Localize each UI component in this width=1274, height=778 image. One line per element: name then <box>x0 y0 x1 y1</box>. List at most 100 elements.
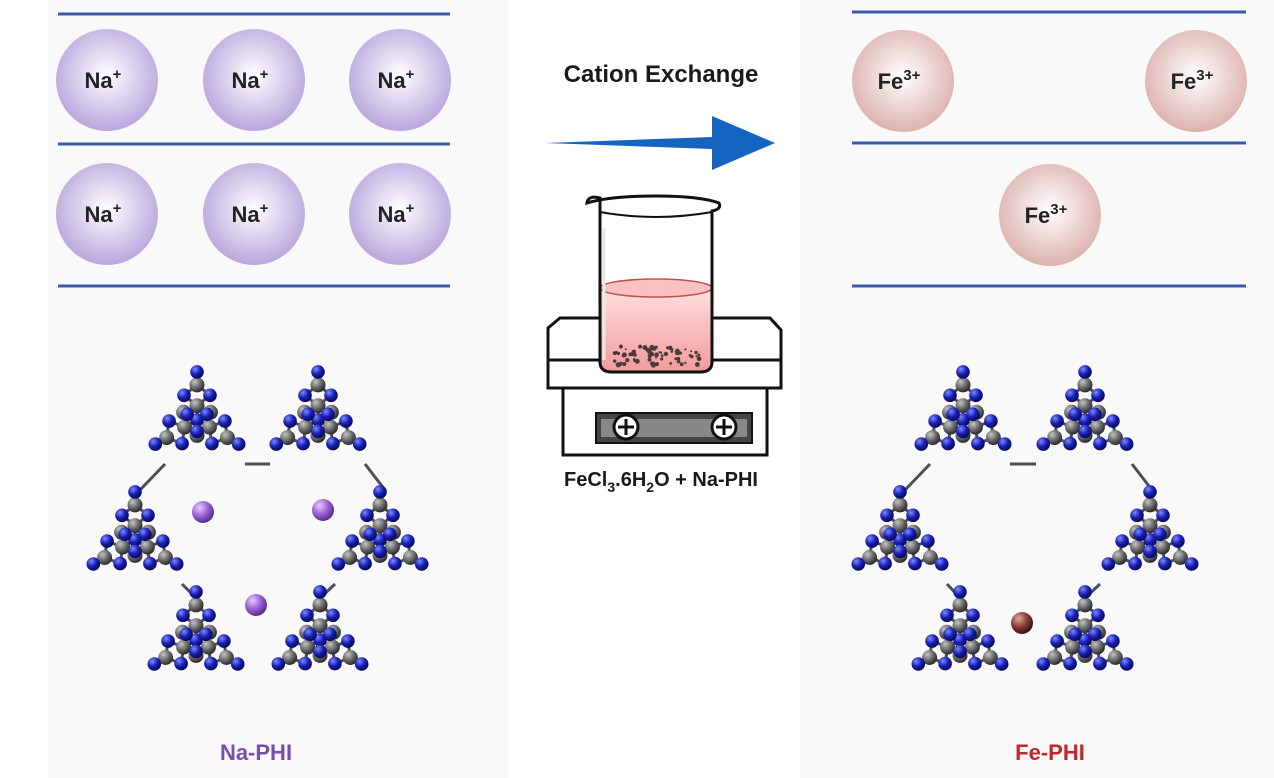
carbon-atom <box>952 597 968 613</box>
nitrogen-atom <box>115 508 129 523</box>
nitrogen-atoms <box>86 365 429 671</box>
nitrogen-atom <box>328 656 342 671</box>
nitrogen-atom <box>190 365 204 379</box>
nitrogen-atom <box>231 437 246 451</box>
nitrogen-atom <box>298 388 312 403</box>
nitrogen-atom <box>911 657 926 671</box>
nitrogen-atom <box>908 556 922 571</box>
nitrogen-atom <box>354 657 369 671</box>
nitrogen-atom <box>156 534 170 548</box>
carbon-atom <box>1172 550 1188 565</box>
carbon-atom <box>922 650 938 665</box>
nitrogen-atom <box>925 634 939 648</box>
nitrogen-atom <box>360 508 374 523</box>
nitrogen-atom <box>883 527 897 542</box>
carbon-atom <box>280 430 296 446</box>
carbon-atom <box>200 639 216 655</box>
nitrogen-atom <box>128 485 142 499</box>
nitrogen-atom <box>311 424 325 439</box>
carbon-atom <box>127 497 143 513</box>
nitrogen-atom <box>352 437 367 451</box>
nitrogen-atom <box>269 437 284 451</box>
carbon-atom <box>127 518 143 534</box>
carbon-atom <box>1047 650 1063 665</box>
carbon-atom <box>892 497 908 513</box>
carbon-atom <box>115 539 131 555</box>
nitrogen-atom <box>940 608 954 623</box>
carbon-atom <box>1142 497 1158 513</box>
nitrogen-atom <box>1143 485 1157 499</box>
nitrogen-atom <box>373 533 387 547</box>
carbon-atom <box>218 650 234 665</box>
nitrogen-atom <box>1068 627 1082 642</box>
carbon-atom <box>159 430 175 446</box>
carbon-atom <box>892 518 908 534</box>
nitrogen-atom <box>1088 407 1102 422</box>
nitrogen-atom <box>128 533 142 547</box>
na-ion-atom <box>312 499 334 521</box>
carbon-atom <box>1089 419 1105 435</box>
nitrogen-atom <box>1078 424 1092 439</box>
ion-label: Fe3+ <box>878 67 921 94</box>
fe-phi-structure <box>851 365 1199 671</box>
nitrogen-atom <box>179 627 193 642</box>
carbon-atom <box>1107 650 1123 665</box>
nitrogen-atom <box>906 508 920 523</box>
nitrogen-atom <box>326 436 340 451</box>
nitrogen-atom <box>1068 407 1082 422</box>
nitrogen-atom <box>1106 414 1120 428</box>
nitrogen-atom <box>928 414 942 428</box>
nitrogen-atom <box>956 365 970 379</box>
nitrogen-atom <box>401 534 415 548</box>
nitrogen-atom <box>176 608 190 623</box>
carbon-atom <box>1077 618 1093 634</box>
nitrogen-atom <box>148 437 163 451</box>
carbon-atom <box>360 539 376 555</box>
nitrogen-atom <box>143 556 157 571</box>
ion-label: Na+ <box>378 66 415 93</box>
nitrogen-atom <box>1078 365 1092 379</box>
nitrogen-atom <box>1078 413 1092 427</box>
nitrogen-atom <box>230 657 245 671</box>
carbon-atom <box>1130 539 1146 555</box>
nitrogen-atom <box>189 644 203 659</box>
nitrogen-atom <box>204 656 218 671</box>
nitrogen-atom <box>1093 436 1107 451</box>
nitrogen-atom <box>1065 608 1079 623</box>
nitrogen-atom <box>218 414 232 428</box>
ion-label: Fe3+ <box>1171 67 1214 94</box>
nitrogen-atom <box>373 544 387 559</box>
nitrogen-atom <box>271 657 286 671</box>
nitrogen-atom <box>313 644 327 659</box>
carbon-atom <box>940 639 956 655</box>
nitrogen-atom <box>1091 388 1105 403</box>
nitrogen-atom <box>175 436 189 451</box>
nitrogen-atom <box>321 407 335 422</box>
nitrogen-atom <box>202 608 216 623</box>
carbon-atom <box>177 419 193 435</box>
beaker-icon <box>585 194 722 374</box>
nitrogen-atom <box>1078 585 1092 599</box>
carbon-atom <box>157 550 173 565</box>
nitrogen-atom <box>880 508 894 523</box>
nitrogen-atom <box>138 527 152 542</box>
carbon-atom <box>340 430 356 446</box>
nitrogen-atom <box>1093 656 1107 671</box>
nitrogen-atom <box>921 534 935 548</box>
nitrogen-atom <box>946 407 960 422</box>
carbon-atom <box>298 419 314 435</box>
fe-phi-label: Fe-PHI <box>1015 740 1085 765</box>
nitrogen-atom <box>1091 608 1105 623</box>
ion-label: Na+ <box>85 200 122 227</box>
nitrogen-atom <box>903 527 917 542</box>
carbon-atom <box>904 539 920 555</box>
ion-label: Na+ <box>232 66 269 93</box>
nitrogen-atom <box>1115 534 1129 548</box>
nitrogen-atom <box>189 585 203 599</box>
nitrogen-atom <box>1158 556 1172 571</box>
carbon-atom <box>1077 377 1093 393</box>
nitrogen-atom <box>1143 533 1157 547</box>
carbon-atom <box>964 639 980 655</box>
nitrogen-atom <box>331 557 346 571</box>
nitrogen-atom <box>1078 644 1092 659</box>
